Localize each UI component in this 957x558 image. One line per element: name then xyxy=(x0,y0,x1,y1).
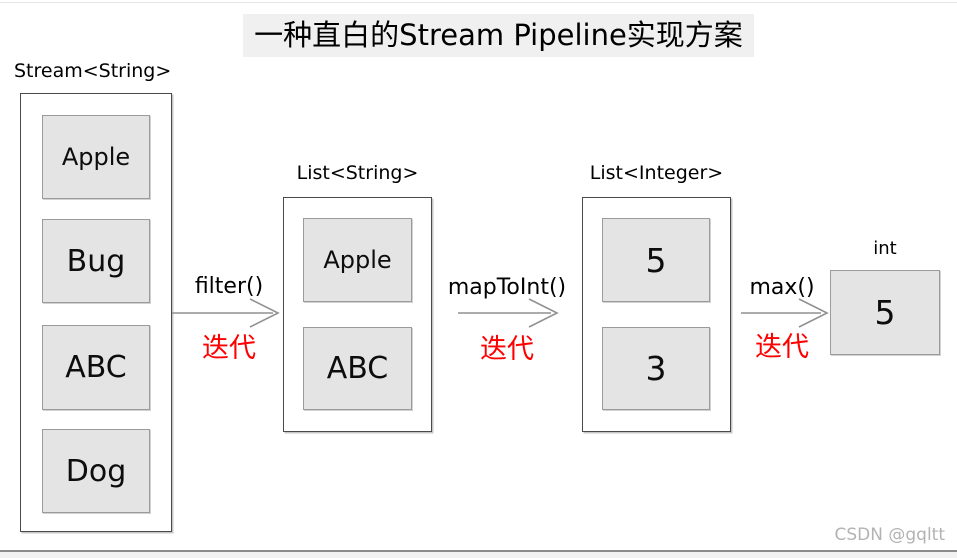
diagram-title: 一种直白的Stream Pipeline实现方案 xyxy=(243,14,754,57)
filter-iteration-label: 迭代 xyxy=(202,333,256,364)
list-string-item-abc: ABC xyxy=(303,327,412,410)
maptoint-iteration-label: 迭代 xyxy=(480,334,534,365)
stream-item-apple: Apple xyxy=(42,115,150,199)
filter-arrow-label: filter() xyxy=(194,274,264,299)
int-result-label: int xyxy=(873,238,897,259)
bottom-divider xyxy=(0,550,957,552)
list-string-label: List<String> xyxy=(296,162,419,184)
bottom-margin xyxy=(0,552,957,558)
max-iteration-label: 迭代 xyxy=(755,332,809,363)
stream-string-label: Stream<String> xyxy=(14,60,172,82)
list-integer-label: List<Integer> xyxy=(589,162,724,184)
list-integer-item-3: 3 xyxy=(602,327,710,410)
stream-item-abc: ABC xyxy=(42,325,150,410)
stream-item-dog: Dog xyxy=(42,429,150,513)
list-string-item-apple: Apple xyxy=(303,218,412,302)
maptoint-arrow-label: mapToInt() xyxy=(447,275,567,300)
max-arrow-label: max() xyxy=(749,275,815,300)
list-integer-item-5: 5 xyxy=(602,218,710,302)
maptoint-arrow-icon xyxy=(458,298,559,328)
stream-item-bug: Bug xyxy=(42,219,150,303)
csdn-watermark: CSDN @gqltt xyxy=(834,525,945,545)
max-arrow-icon xyxy=(741,298,829,328)
int-result-value: 5 xyxy=(830,270,940,355)
top-divider xyxy=(0,2,957,3)
filter-arrow-icon xyxy=(172,298,280,328)
